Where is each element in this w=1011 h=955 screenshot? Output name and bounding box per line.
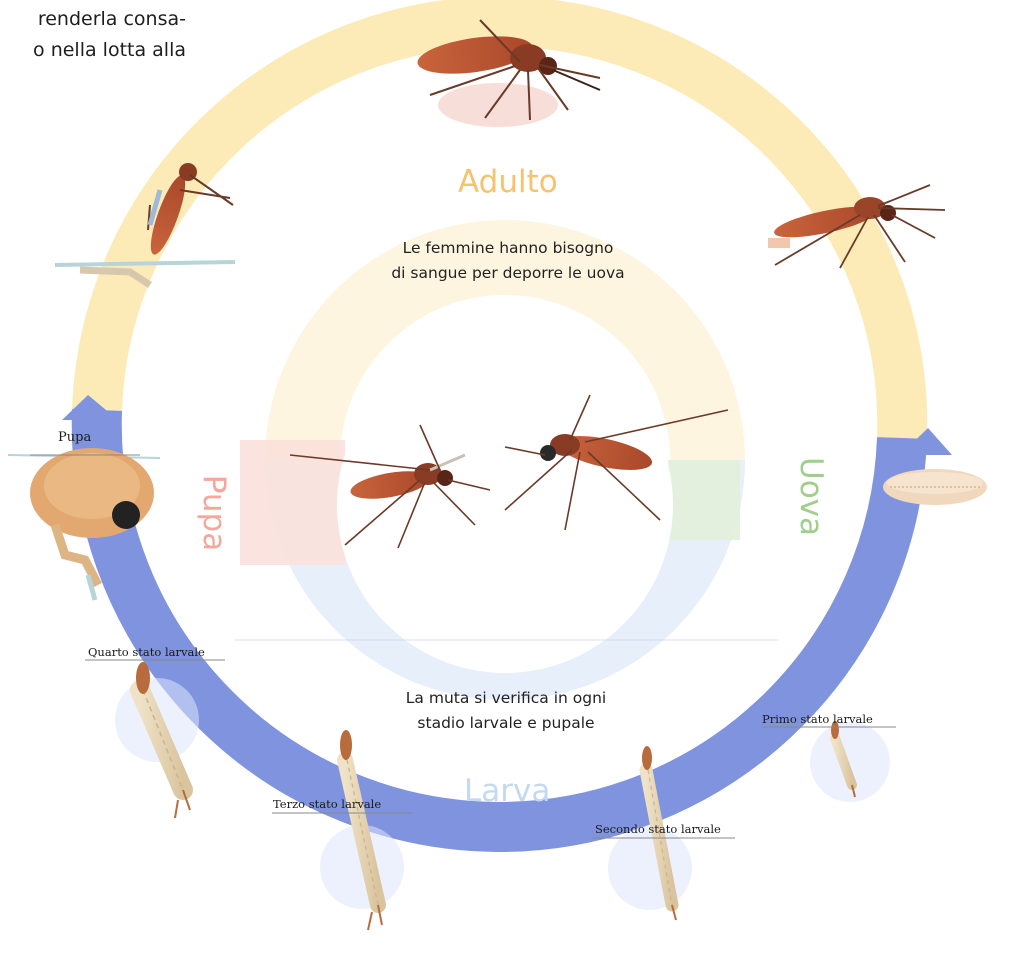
third-larval-label: Terzo stato larvale <box>273 797 381 811</box>
molt-note-line-1: La muta si verifica in ogni <box>378 686 634 711</box>
blood-note-line-1: Le femmine hanno bisogno <box>378 236 638 261</box>
fourth-larval-label: Quarto stato larvale <box>88 645 205 659</box>
ring-glow <box>810 722 890 802</box>
inner-colour-wheel <box>240 220 745 700</box>
second-larval-label: Secondo stato larvale <box>595 822 721 836</box>
stage-pupa-label: Pupa <box>196 468 232 558</box>
molt-note: La muta si verifica in ogni stadio larva… <box>378 686 634 736</box>
stage-eggs-label: Uova <box>793 457 829 535</box>
molt-note-line-2: stadio larvale e pupale <box>378 711 634 736</box>
pupa-small-label: Pupa <box>58 430 91 445</box>
blood-note: Le femmine hanno bisogno di sangue per d… <box>378 236 638 286</box>
first-larval-label: Primo stato larvale <box>762 712 873 726</box>
stage-larva-label: Larva <box>464 773 550 809</box>
egg-raft <box>883 469 987 505</box>
stage-adult-label: Adulto <box>458 164 558 200</box>
ring-glow <box>608 826 692 910</box>
blood-note-line-2: di sangue per deporre le uova <box>378 261 638 286</box>
